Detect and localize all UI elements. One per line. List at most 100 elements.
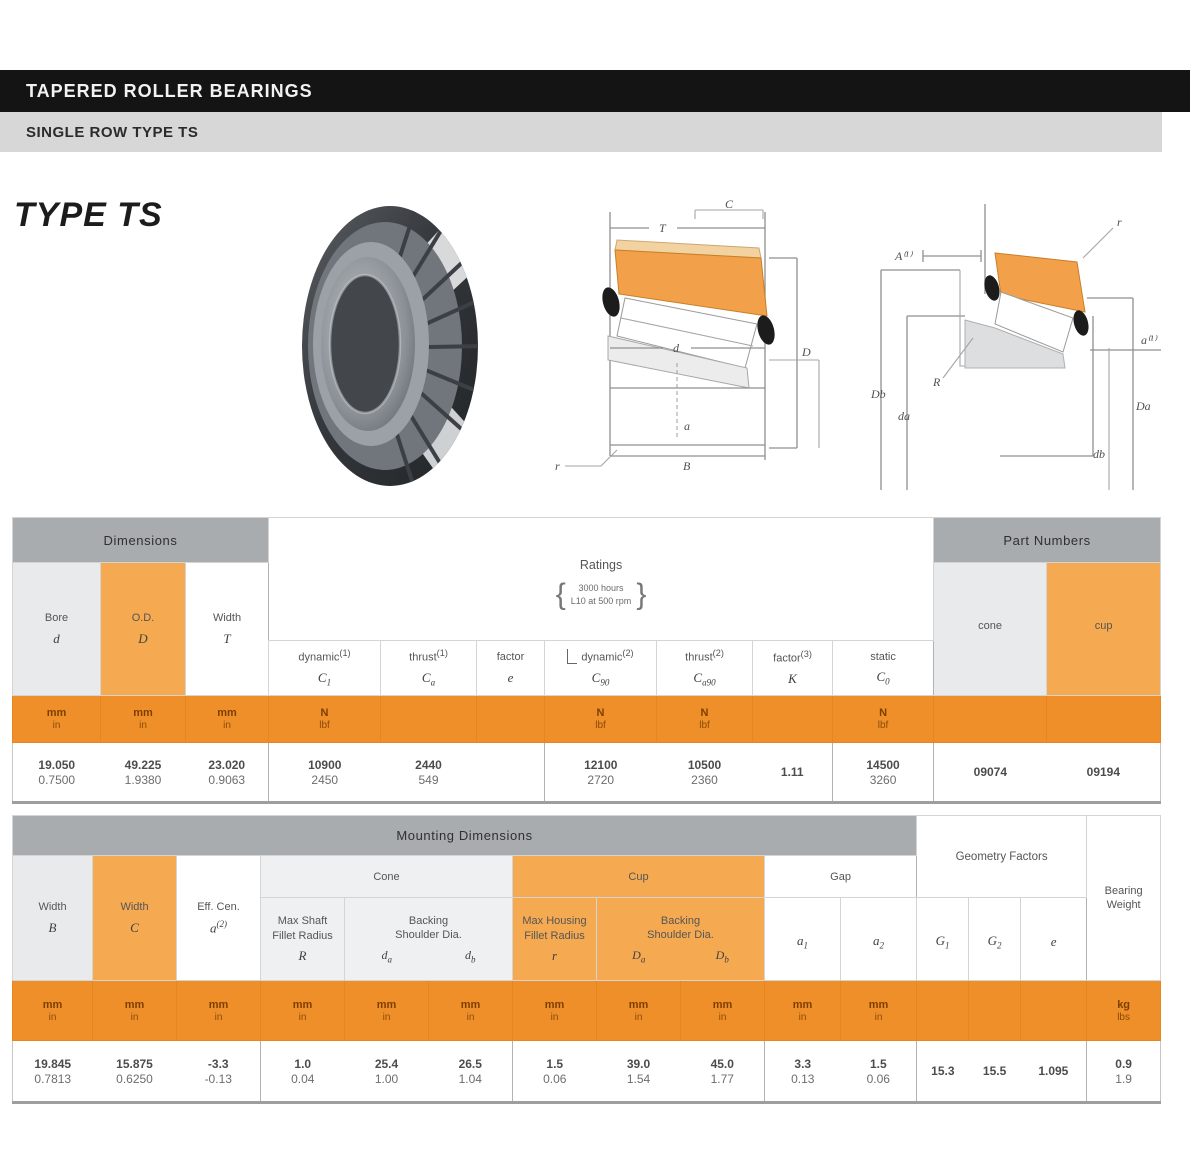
- units-cell: [380, 695, 478, 743]
- data-cell: 15.3: [916, 1040, 969, 1103]
- column-header-cone: cone: [933, 562, 1048, 696]
- header-bar-gray: SINGLE ROW TYPE TS: [0, 112, 1162, 152]
- dim-label-a: a: [684, 419, 690, 433]
- units-cell: [752, 695, 834, 743]
- column-header-G1: G1: [916, 897, 970, 981]
- spec-table-mounting: Mounting Dimensions Geometry Factors Bea…: [11, 815, 1162, 1104]
- dim-label-C: C: [725, 198, 734, 211]
- data-cell: 1.11: [780, 765, 804, 779]
- header-bar-black: TAPERED ROLLER BEARINGS: [0, 70, 1190, 112]
- page-subtitle: SINGLE ROW TYPE TS: [26, 123, 199, 141]
- data-cell: 09194: [1086, 765, 1121, 779]
- column-header-a1: a1: [764, 897, 841, 981]
- units-cell: [476, 695, 546, 743]
- group-header-part-numbers: Part Numbers: [933, 517, 1162, 563]
- dim-label-D: D: [801, 345, 811, 359]
- units-cell: [968, 980, 1022, 1041]
- cross-section-diagram: T C d a B r D: [545, 198, 835, 483]
- units-cell: [1046, 695, 1162, 743]
- dim-label-Db: Db: [870, 387, 886, 401]
- housing-shoulder: [964, 319, 1066, 369]
- roller-section: [994, 291, 1074, 353]
- subgroup-header-cup: Cup: [512, 855, 765, 898]
- data-cell: 15.5: [982, 1064, 1007, 1078]
- column-header-e: e: [1020, 897, 1088, 981]
- dim-label-r: r: [1117, 215, 1122, 229]
- units-cell: [916, 980, 970, 1041]
- section-title: TYPE TS: [14, 196, 163, 234]
- data-cell: 1.095: [1038, 1064, 1069, 1078]
- page-title: TAPERED ROLLER BEARINGS: [26, 80, 313, 101]
- dim-label-Da: Da: [1135, 399, 1151, 413]
- column-header-a2: a2: [839, 897, 918, 981]
- subgroup-header-gap: Gap: [763, 855, 918, 898]
- data-cell: -3.3-0.13: [204, 1056, 232, 1086]
- column-header-a(2): Eff. Cen.a(2): [176, 855, 261, 981]
- dim-label-a1: a⁽¹⁾: [1141, 333, 1158, 347]
- group-header-dimensions: Dimensions: [11, 517, 270, 563]
- column-header-K: factor(3) K: [752, 640, 834, 696]
- cup-section: [614, 249, 768, 317]
- dim-label-R: R: [932, 375, 941, 389]
- units-cell: [1020, 980, 1088, 1041]
- subgroup-header-cone: Cone: [260, 855, 513, 898]
- bearing-photo-image: [302, 206, 478, 486]
- dim-label-db: db: [1093, 447, 1105, 461]
- units-cell: [933, 695, 1048, 743]
- column-header-D: O.D.D: [100, 562, 186, 696]
- column-header-C90: dynamic(2) C90: [544, 640, 658, 696]
- dim-label-r: r: [555, 459, 560, 473]
- dim-label-T: T: [659, 221, 667, 235]
- dim-label-da: da: [898, 409, 910, 423]
- column-header-C1: dynamic(1) C1: [268, 640, 382, 696]
- column-header-Ca: thrust(1) Ca: [380, 640, 478, 696]
- group-header-mounting-dimensions: Mounting Dimensions: [11, 815, 918, 856]
- column-header-Ca90: thrust(2) Ca90: [656, 640, 754, 696]
- data-cell: 09074: [933, 742, 1047, 803]
- group-header-geometry-factors: Geometry Factors: [916, 815, 1088, 898]
- column-header-e: factor e: [476, 640, 546, 696]
- column-header-cup: cup: [1046, 562, 1162, 696]
- dim-label-A1: A⁽¹⁾: [894, 249, 913, 263]
- data-cell: [477, 743, 545, 803]
- dim-label-d: d: [673, 341, 680, 355]
- bearing-photo: [295, 200, 485, 492]
